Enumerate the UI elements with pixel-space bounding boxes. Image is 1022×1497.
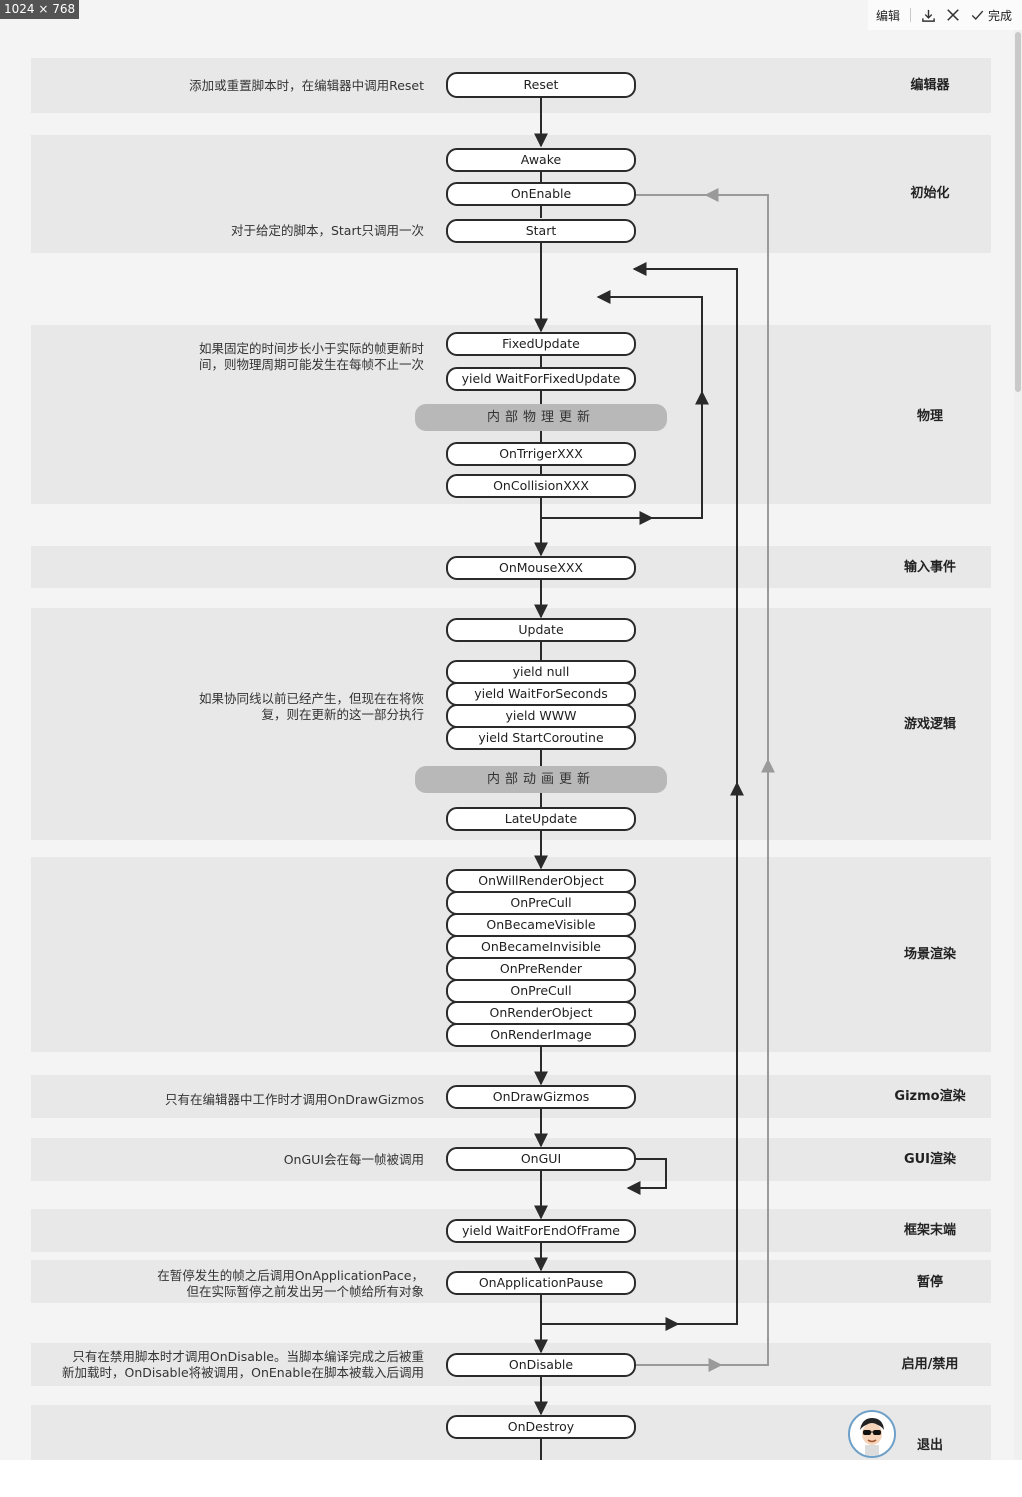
node-yield-null: yield null xyxy=(446,660,636,684)
note-reset: 添加或重置脚本时，在编辑器中调用Reset xyxy=(189,78,424,93)
avatar xyxy=(848,1410,896,1458)
node-on-destroy: OnDestroy xyxy=(446,1415,636,1439)
note-start: 对于给定的脚本，Start只调用一次 xyxy=(230,223,424,238)
node-render-object: OnRenderObject xyxy=(446,1001,636,1025)
edit-button[interactable]: 编辑 xyxy=(876,7,900,24)
edit-label: 编辑 xyxy=(875,8,900,23)
section-label-exit: 退出 xyxy=(916,1438,943,1453)
done-label: 完成 xyxy=(987,8,1012,23)
node-yield-end-of-frame: yield WaitForEndOfFrame xyxy=(446,1219,636,1243)
toolbar-divider xyxy=(909,8,911,22)
pill-internal-physics: 内部物理更新 xyxy=(415,404,667,431)
bottom-strip xyxy=(0,1460,1022,1497)
node-on-mouse: OnMouseXXX xyxy=(446,556,636,580)
node-late-update: LateUpdate xyxy=(446,807,636,831)
scrollbar-thumb[interactable] xyxy=(1015,32,1021,392)
done-button[interactable]: 完成 xyxy=(970,7,1012,24)
section-label-render: 场景渲染 xyxy=(903,947,956,962)
node-on-collision: OnCollisionXXX xyxy=(446,474,636,498)
node-became-visible: OnBecameVisible xyxy=(446,913,636,937)
close-icon xyxy=(947,9,959,21)
image-dimension-badge: 1024 × 768 xyxy=(0,0,80,19)
section-label-editor: 编辑器 xyxy=(910,78,950,93)
flow-arrows xyxy=(534,97,775,1460)
note-disable-line1: 只有在禁用脚本时才调用OnDisable。当脚本编译完成之后被重 xyxy=(72,1349,424,1364)
note-disable-line2: 新加载时，OnDisable将被调用，OnEnable在脚本被载入后调用 xyxy=(62,1365,424,1380)
node-yield-wait-seconds: yield WaitForSeconds xyxy=(446,682,636,706)
section-label-pause: 暂停 xyxy=(916,1275,943,1290)
section-label-enable-disable: 启用/禁用 xyxy=(901,1357,959,1372)
note-gizmos: 只有在编辑器中工作时才调用OnDrawGizmos xyxy=(165,1092,424,1107)
download-icon xyxy=(922,9,935,22)
node-on-gui: OnGUI xyxy=(446,1147,636,1171)
avatar-cartoon-icon xyxy=(850,1412,894,1456)
section-label-frame-end: 框架末端 xyxy=(903,1223,956,1238)
node-pre-render: OnPreRender xyxy=(446,957,636,981)
node-on-disable: OnDisable xyxy=(446,1353,636,1377)
node-fixed-update: FixedUpdate xyxy=(446,332,636,356)
node-will-render-object: OnWillRenderObject xyxy=(446,869,636,893)
download-button[interactable] xyxy=(921,8,936,23)
viewer-toolbar: 编辑 完成 xyxy=(867,0,1022,30)
node-update: Update xyxy=(446,618,636,642)
node-yield-start-coroutine: yield StartCoroutine xyxy=(446,726,636,750)
note-coroutine-line1: 如果协同线以前已经产生，但现在在将恢 xyxy=(198,691,424,706)
note-physics-line2: 间，则物理周期可能发生在每帧不止一次 xyxy=(198,357,424,372)
note-pause-line2: 但在实际暂停之前发出另一个帧给所有对象 xyxy=(186,1284,424,1299)
node-start: Start xyxy=(446,219,636,243)
note-pause-line1: 在暂停发生的帧之后调用OnApplicationPace， xyxy=(157,1268,424,1283)
node-pre-cull-2: OnPreCull xyxy=(446,979,636,1003)
section-label-input: 输入事件 xyxy=(903,560,956,575)
node-render-image: OnRenderImage xyxy=(446,1023,636,1047)
close-button[interactable] xyxy=(946,8,960,22)
note-coroutine-line2: 复，则在更新的这一部分执行 xyxy=(261,707,424,722)
section-label-logic: 游戏逻辑 xyxy=(903,717,956,732)
section-label-init: 初始化 xyxy=(910,186,950,201)
node-application-pause: OnApplicationPause xyxy=(446,1271,636,1295)
section-label-gizmo: Gizmo渲染 xyxy=(894,1089,966,1104)
note-gui: OnGUI会在每一帧被调用 xyxy=(283,1152,424,1167)
node-yield-wait-fixed: yield WaitForFixedUpdate xyxy=(446,367,636,391)
pill-internal-animation: 内部动画更新 xyxy=(415,766,667,793)
node-yield-www: yield WWW xyxy=(446,704,636,728)
section-label-gui: GUI渲染 xyxy=(903,1152,957,1167)
node-reset: Reset xyxy=(446,72,636,98)
section-label-physics: 物理 xyxy=(916,409,943,424)
node-awake: Awake xyxy=(446,148,636,172)
scrollbar-track[interactable] xyxy=(1014,30,1022,1460)
check-icon xyxy=(971,10,984,20)
node-draw-gizmos: OnDrawGizmos xyxy=(446,1085,636,1109)
note-physics-line1: 如果固定的时间步长小于实际的帧更新时 xyxy=(198,341,424,356)
node-on-enable: OnEnable xyxy=(446,182,636,206)
node-pre-cull-1: OnPreCull xyxy=(446,891,636,915)
node-on-trigger: OnTrrigerXXX xyxy=(446,442,636,466)
diagram-canvas: 编辑器 初始化 物理 输入事件 游戏逻辑 场景渲染 Gizmo渲染 GUI渲染 … xyxy=(0,0,1022,1460)
node-became-invisible: OnBecameInvisible xyxy=(446,935,636,959)
